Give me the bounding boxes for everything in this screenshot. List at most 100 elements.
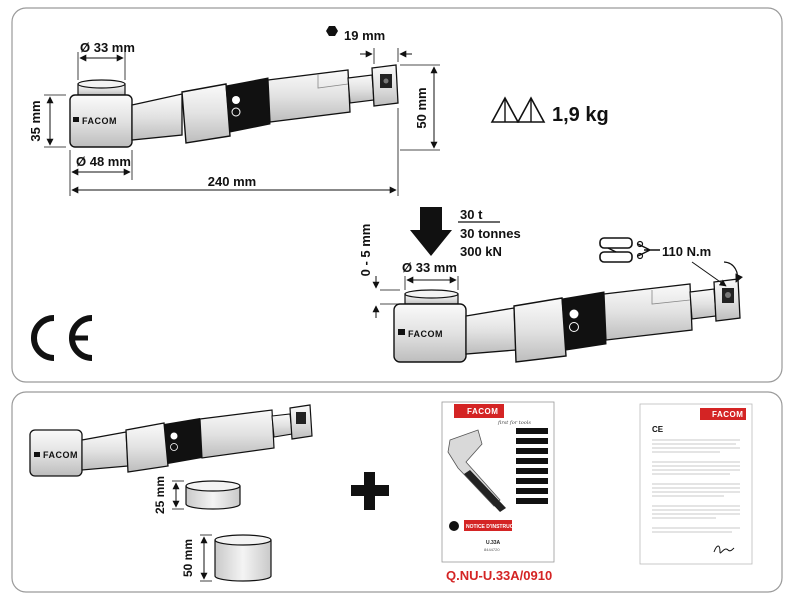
brand-label-kit: FACOM bbox=[43, 450, 78, 460]
dim-head-height: 50 mm bbox=[414, 87, 429, 128]
scissors-ring bbox=[636, 252, 644, 260]
tool-label-3 bbox=[164, 418, 202, 464]
instruction-manual: FACOM first for tools NOTICE D'INSTRUCTI… bbox=[441, 401, 555, 583]
dim-body-height: 35 mm bbox=[28, 100, 43, 141]
manual-slogan: first for tools bbox=[497, 420, 531, 426]
spacer-small-top bbox=[185, 480, 241, 492]
dim-top-diameter: Ø 33 mm bbox=[80, 40, 135, 55]
certificate-brand-bar bbox=[700, 408, 746, 420]
manual-lang-box bbox=[516, 428, 548, 434]
dim-body-diameter: Ø 48 mm bbox=[76, 154, 131, 169]
tool-grip bbox=[181, 83, 231, 144]
brand-label-main: FACOM bbox=[82, 116, 117, 126]
label-dot-icon-2 bbox=[569, 309, 579, 319]
force-kilonewton: 300 kN bbox=[460, 244, 502, 259]
dim-length: 240 mm bbox=[208, 174, 256, 189]
manual-lang-box bbox=[516, 438, 548, 444]
manual-tool-shaft bbox=[464, 470, 506, 512]
spacer-large-body bbox=[214, 540, 272, 582]
manual-lang-box bbox=[516, 448, 548, 454]
plus-sign: + bbox=[351, 472, 389, 510]
weight-block: 1,9 kg bbox=[490, 96, 609, 126]
ce-mark: CE bbox=[31, 315, 93, 361]
nut-socket-3 bbox=[296, 412, 306, 424]
manual-model: U.33A bbox=[486, 540, 501, 546]
tool-shaft-3 bbox=[199, 409, 275, 459]
spacer-large: 50 mm bbox=[181, 534, 272, 582]
tool-main-view: FACOM Ø 33 mm 35 mm Ø 48 mm 240 mm 19 m bbox=[28, 26, 440, 196]
manual-brand-bar bbox=[454, 404, 504, 418]
hex-icon bbox=[326, 26, 338, 36]
tool-label-2 bbox=[561, 291, 607, 351]
tool-shaft bbox=[267, 69, 351, 123]
rotation-arrow-icon bbox=[723, 261, 744, 283]
torque-value: 110 N.m bbox=[662, 244, 711, 259]
facom-logo-icon-2 bbox=[398, 329, 405, 335]
conformity-certificate: FACOM CE bbox=[639, 403, 753, 565]
tool-neck-2 bbox=[465, 307, 517, 355]
manual-brand: FACOM bbox=[467, 407, 498, 416]
facom-logo-icon bbox=[73, 117, 79, 122]
torque-pointer-arrow bbox=[691, 261, 727, 287]
tool-label bbox=[225, 77, 271, 133]
manual-lang-box bbox=[516, 478, 548, 484]
manual-code: 8444720 bbox=[484, 547, 500, 552]
nut-socket-dot-2 bbox=[725, 292, 731, 298]
ce-c-icon bbox=[31, 315, 55, 361]
torque-link-icon bbox=[599, 237, 633, 249]
tool-extension-2 bbox=[689, 288, 717, 320]
manual-book-icon bbox=[449, 521, 459, 531]
certificate-brand: FACOM bbox=[712, 410, 743, 419]
cap-top-face bbox=[77, 79, 126, 89]
spacer-small: 25 mm bbox=[153, 476, 241, 514]
cap-top-face-2 bbox=[404, 289, 459, 299]
stroke-diameter: Ø 33 mm bbox=[402, 260, 457, 275]
label-ce-icon-2 bbox=[569, 322, 579, 332]
tool-kit-view: FACOM bbox=[29, 404, 313, 477]
shaft-detail bbox=[317, 74, 349, 89]
spacer-small-body bbox=[185, 486, 241, 510]
manual-language-list bbox=[516, 428, 548, 504]
certificate-text-lines bbox=[652, 439, 740, 533]
force-tonnage-long: 30 tonnes bbox=[460, 226, 521, 241]
label-ce-icon-3 bbox=[170, 443, 178, 451]
force-tonnage-short: 30 t bbox=[460, 207, 483, 222]
tool-force-view: FACOM 30 t 30 tonnes 300 kN 0 - 5 mm Ø 3… bbox=[358, 207, 744, 363]
panel-top: FACOM Ø 33 mm 35 mm Ø 48 mm 240 mm 19 m bbox=[11, 7, 783, 383]
panel-bottom: FACOM 25 mm 50 mm + bbox=[11, 391, 783, 593]
tool-grip-2 bbox=[513, 297, 567, 363]
facom-logo-icon-3 bbox=[34, 452, 40, 457]
brand-label-force: FACOM bbox=[408, 329, 443, 339]
spacer-small-height: 25 mm bbox=[153, 476, 167, 514]
tool-extension-3 bbox=[271, 413, 293, 438]
manual-banner: NOTICE D'INSTRUCTIONS bbox=[466, 524, 529, 530]
manual-lang-box bbox=[516, 468, 548, 474]
manual-reference: Q.NU-U.33A/0910 bbox=[446, 568, 552, 583]
spacer-large-top bbox=[214, 534, 272, 546]
manual-lang-box bbox=[516, 498, 548, 504]
force-down-arrow-icon bbox=[410, 207, 452, 256]
spacer-large-height: 50 mm bbox=[181, 539, 195, 577]
shaft-detail-2 bbox=[651, 290, 691, 305]
tool-neck bbox=[131, 93, 183, 141]
manual-lang-box bbox=[516, 458, 548, 464]
label-ce-icon bbox=[231, 107, 241, 117]
label-dot-icon-3 bbox=[170, 432, 178, 440]
torque-link-stroke bbox=[607, 247, 617, 253]
tool-grip-3 bbox=[125, 422, 169, 473]
certificate-ce: CE bbox=[652, 425, 664, 434]
weight-value: 1,9 kg bbox=[552, 104, 609, 126]
label-dot-icon bbox=[232, 96, 240, 104]
manual-lang-box bbox=[516, 488, 548, 494]
scissors-ring bbox=[636, 240, 644, 248]
tool-shaft-2 bbox=[603, 283, 693, 341]
plus-icon-v bbox=[364, 472, 375, 510]
manual-tool-picture bbox=[447, 429, 501, 507]
manual-banner-bar bbox=[464, 520, 512, 531]
dim-hex-size: 19 mm bbox=[344, 28, 385, 43]
signature-icon bbox=[713, 545, 735, 554]
tool-extension bbox=[347, 74, 375, 104]
stroke-range: 0 - 5 mm bbox=[358, 224, 373, 277]
nut-socket-dot bbox=[383, 78, 389, 84]
